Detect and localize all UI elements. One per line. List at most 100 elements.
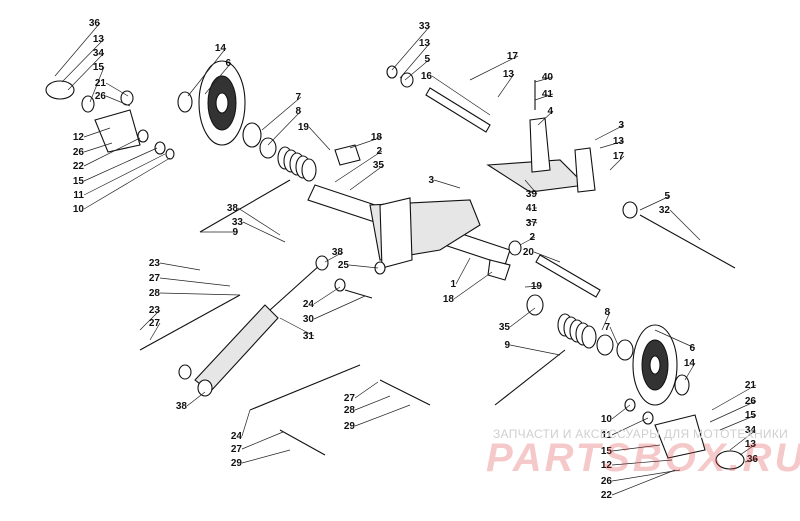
leader-line: [105, 95, 131, 107]
leader-line: [537, 110, 554, 126]
part-callout-17: 17: [507, 51, 519, 62]
leader-line: [83, 147, 158, 182]
leader-line: [609, 155, 625, 171]
part-callout-6: 6: [225, 58, 231, 69]
part-callout-23: 23: [149, 305, 161, 316]
part-callout-21: 21: [95, 78, 107, 89]
right-bracket: [654, 414, 706, 459]
part-callout-3: 3: [618, 120, 624, 131]
part-callout-26: 26: [745, 396, 757, 407]
leader-line: [267, 110, 302, 146]
part-callout-27: 27: [344, 393, 356, 404]
part-callout-41: 41: [526, 203, 538, 214]
bracket-arm: [529, 117, 551, 173]
leader-line: [159, 277, 231, 287]
leader-line: [719, 414, 757, 431]
leader-line: [455, 257, 471, 285]
left-cap: [45, 80, 75, 100]
leader-line: [105, 82, 129, 97]
leader-line: [186, 391, 206, 407]
upper-shaft: [425, 87, 491, 133]
leader-line: [61, 38, 105, 83]
leader-line: [509, 344, 561, 356]
spacer: [177, 91, 193, 113]
part-drawings: [45, 60, 745, 470]
leader-line: [139, 309, 161, 331]
leader-line: [404, 58, 431, 81]
leader-line: [639, 195, 671, 211]
part-callout-5: 5: [664, 191, 670, 202]
leader-line: [739, 443, 757, 456]
leader-line: [261, 96, 302, 131]
part-callout-17: 17: [613, 151, 625, 162]
part-callout-12: 12: [73, 132, 85, 143]
leader-line: [509, 307, 536, 328]
part-callout-33: 33: [232, 217, 244, 228]
part-callout-4: 4: [547, 106, 553, 117]
leader-line: [729, 429, 757, 451]
part-callout-30: 30: [303, 314, 315, 325]
part-callout-13: 13: [613, 136, 625, 147]
leader-line: [684, 362, 696, 381]
part-callout-38: 38: [176, 401, 188, 412]
leader-line: [241, 431, 284, 450]
part-callout-28: 28: [344, 405, 356, 416]
part-callout-26: 26: [95, 91, 107, 102]
part-callout-2: 2: [376, 146, 382, 157]
leader-line: [89, 66, 105, 103]
leader-line: [599, 140, 625, 149]
leader-line: [83, 157, 171, 210]
pivot-block: [334, 144, 361, 166]
part-callout-13: 13: [93, 34, 105, 45]
leader-line: [709, 400, 757, 423]
watermark-logo: PARTSBOX.RU: [486, 436, 800, 480]
leader-line: [349, 136, 383, 149]
part-callout-16: 16: [421, 71, 433, 82]
right-cap: [715, 450, 745, 470]
leader-line: [594, 124, 625, 141]
part-callout-35: 35: [499, 322, 511, 333]
leader-line: [308, 126, 331, 151]
washer: [259, 137, 277, 159]
part-callout-9: 9: [504, 340, 510, 351]
leader-line: [433, 179, 461, 189]
leader-line: [313, 295, 366, 320]
leader-line: [611, 469, 681, 482]
leader-line: [187, 47, 227, 97]
part-callout-28: 28: [149, 288, 161, 299]
bracket-plate: [574, 147, 596, 193]
part-callout-40: 40: [542, 72, 554, 83]
part-callout-36: 36: [747, 454, 759, 465]
leader-line: [204, 62, 232, 95]
part-callout-10: 10: [601, 414, 613, 425]
lower-bolt: [279, 429, 326, 456]
leader-line: [453, 271, 493, 300]
pivot-block-lower: [487, 259, 511, 281]
leader-line: [241, 449, 291, 464]
left-lower-rod: [139, 294, 241, 351]
part-callout-22: 22: [601, 490, 613, 501]
part-callout-38: 38: [227, 203, 239, 214]
lower-rod: [249, 364, 361, 411]
part-callout-32: 32: [659, 205, 671, 216]
part-callout-41: 41: [542, 89, 554, 100]
part-callout-26: 26: [601, 476, 613, 487]
part-callout-38: 38: [332, 247, 344, 258]
leader-line: [611, 459, 673, 466]
left-bracket: [94, 109, 141, 153]
leader-line: [313, 286, 341, 305]
leader-line: [611, 404, 631, 420]
watermark-caption: ЗАПЧАСТИ И АКСЕССУАРЫ ДЛЯ МОТОТЕХНИКИ: [493, 427, 789, 441]
part-callout-10: 10: [73, 204, 85, 215]
part-callout-13: 13: [419, 38, 431, 49]
leader-line: [533, 251, 561, 263]
leader-line: [654, 329, 696, 349]
part-callout-7: 7: [295, 92, 301, 103]
leader-line: [159, 262, 201, 271]
part-callout-7: 7: [604, 322, 610, 333]
leader-line: [354, 395, 391, 411]
leader-line: [83, 137, 141, 167]
part-callout-15: 15: [745, 410, 757, 421]
leader-line: [611, 417, 649, 436]
leader-line: [348, 264, 379, 269]
